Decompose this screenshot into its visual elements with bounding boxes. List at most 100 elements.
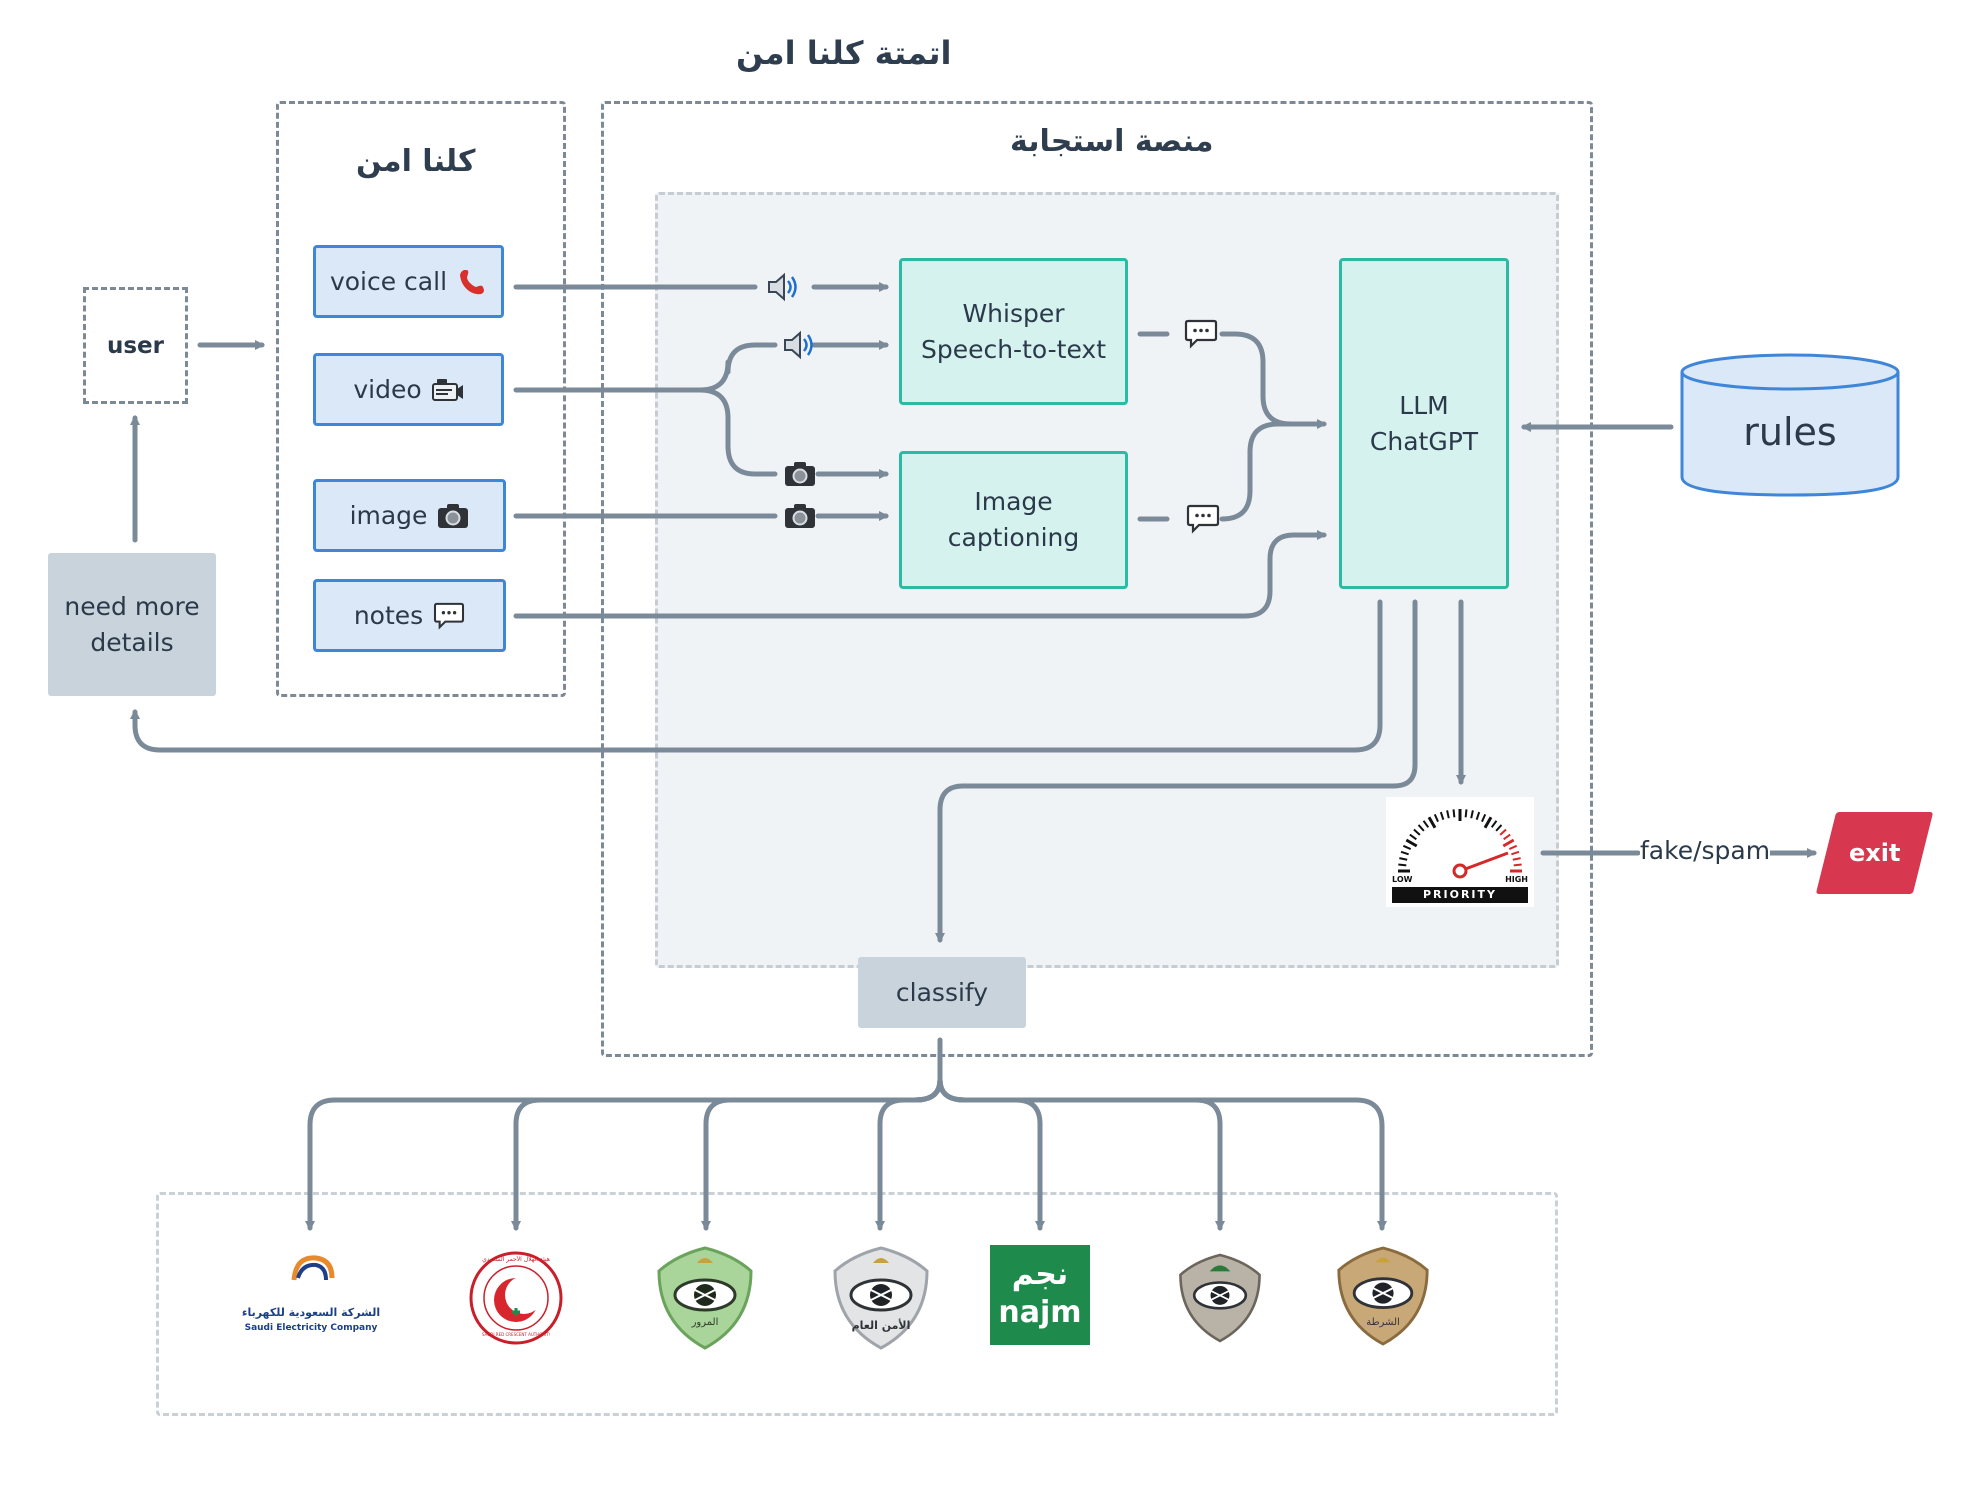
speaker-icon bbox=[768, 272, 797, 302]
need-more-details-node[interactable]: need more details bbox=[48, 553, 216, 696]
gauge-tick bbox=[1490, 820, 1498, 828]
gauge-tick bbox=[1400, 850, 1409, 856]
video-channel[interactable]: video bbox=[313, 353, 504, 426]
image-captioning-node[interactable]: Image captioning bbox=[899, 451, 1128, 589]
classify-node[interactable]: classify bbox=[858, 957, 1026, 1028]
gauge-tick bbox=[1409, 833, 1417, 841]
gauge-tick bbox=[1417, 824, 1425, 832]
voice-call-label: voice call bbox=[329, 267, 448, 296]
voice-call-channel[interactable]: voice call bbox=[313, 245, 504, 318]
gauge-tick bbox=[1433, 813, 1439, 823]
shield-emblem-icon bbox=[833, 1246, 929, 1350]
shield-emblem-icon bbox=[1337, 1246, 1429, 1346]
fake-spam-label: fake/spam bbox=[1640, 836, 1771, 865]
kollona-amn-title: كلنا امن bbox=[356, 144, 476, 179]
gauge-tick bbox=[1402, 844, 1412, 850]
electricity-swirl-icon bbox=[291, 1255, 335, 1281]
camera-icon bbox=[438, 503, 469, 528]
gauge-tick bbox=[1446, 810, 1450, 819]
agencies-group bbox=[156, 1192, 1558, 1416]
red-crescent-english-name: SAUDI RED CRESCENT AUTHORITY bbox=[482, 1332, 550, 1337]
rules-label: rules bbox=[1743, 410, 1837, 454]
speech-bubble-icon bbox=[1186, 504, 1220, 534]
gauge-tick bbox=[1405, 838, 1418, 848]
gauge-tick bbox=[1475, 811, 1481, 820]
notes-channel[interactable]: notes bbox=[313, 579, 506, 652]
gauge-tick bbox=[1413, 828, 1421, 836]
special-forces-logo[interactable] bbox=[1177, 1250, 1263, 1346]
gauge-needle bbox=[1459, 851, 1509, 873]
main-title: اتمتة كلنا امن bbox=[736, 34, 952, 72]
kollona-amn-group bbox=[276, 101, 566, 697]
gauge-low-label: LOW bbox=[1392, 875, 1413, 884]
gauge-high-label: HIGH bbox=[1505, 875, 1528, 884]
najm-logo[interactable]: نجم najm bbox=[990, 1245, 1090, 1345]
traffic-police-logo[interactable]: المرور bbox=[655, 1245, 755, 1351]
gauge-tick bbox=[1512, 857, 1521, 861]
gauge-tick bbox=[1470, 810, 1474, 819]
red-crescent-icon bbox=[469, 1251, 563, 1345]
rules-database[interactable]: rules bbox=[1679, 352, 1901, 499]
electricity-english-name: Saudi Electricity Company bbox=[244, 1323, 378, 1333]
police-arabic-name: الشرطة bbox=[1366, 1317, 1400, 1328]
video-camera-icon bbox=[431, 378, 463, 401]
gauge-tick bbox=[1508, 844, 1518, 850]
speaker-icon bbox=[784, 330, 813, 360]
exit-label: exit bbox=[1848, 839, 1901, 867]
gauge-tick bbox=[1503, 833, 1511, 841]
electricity-arabic-name: الشركة السعودية للكهرباء bbox=[241, 1306, 381, 1319]
shield-emblem-icon bbox=[1179, 1253, 1261, 1343]
priority-gauge[interactable]: LOW HIGH PRIORITY bbox=[1386, 797, 1534, 907]
gauge-tick bbox=[1439, 811, 1445, 820]
notes-label: notes bbox=[353, 601, 424, 630]
gauge-hub bbox=[1452, 863, 1468, 879]
gauge-tick bbox=[1398, 863, 1407, 867]
gauge-tick bbox=[1427, 816, 1437, 829]
camera-icon bbox=[785, 462, 815, 486]
red-crescent-arabic-name: هيئة الهلال الأحمر السعودي bbox=[482, 1256, 550, 1263]
najm-arabic-name: نجم bbox=[1011, 1257, 1069, 1292]
red-crescent-logo[interactable]: هيئة الهلال الأحمر السعودي SAUDI RED CRE… bbox=[468, 1250, 564, 1346]
priority-gauge-icon bbox=[1392, 809, 1528, 903]
public-security-logo[interactable]: الأمن العام bbox=[831, 1245, 931, 1351]
public-security-arabic-name: الأمن العام bbox=[851, 1319, 911, 1332]
image-captioning-label: Image captioning bbox=[947, 487, 1080, 552]
video-label: video bbox=[353, 375, 422, 404]
police-logo[interactable]: الشرطة bbox=[1335, 1245, 1431, 1347]
najm-english-name: najm bbox=[998, 1295, 1082, 1330]
user-label: user bbox=[106, 332, 164, 359]
speech-bubble-icon bbox=[434, 602, 465, 630]
gauge-tick bbox=[1483, 816, 1493, 829]
gauge-tick bbox=[1399, 857, 1408, 861]
platform-group bbox=[601, 101, 1593, 1057]
gauge-tick bbox=[1513, 863, 1522, 867]
need-more-details-label: need more details bbox=[64, 591, 200, 657]
gauge-tick bbox=[1495, 824, 1503, 832]
gauge-tick bbox=[1464, 809, 1468, 818]
llm-chatgpt-node[interactable]: LLM ChatGPT bbox=[1339, 258, 1509, 589]
gauge-tick bbox=[1481, 813, 1487, 823]
exit-node[interactable]: exit bbox=[1815, 812, 1934, 894]
platform-title: منصة استجابة bbox=[1010, 124, 1214, 159]
image-label: image bbox=[349, 501, 428, 530]
gauge-tick bbox=[1511, 850, 1520, 856]
gauge-tick bbox=[1452, 809, 1456, 818]
gauge-tick bbox=[1422, 820, 1430, 828]
shield-emblem-icon bbox=[657, 1246, 753, 1350]
gauge-priority-label: PRIORITY bbox=[1422, 888, 1497, 901]
phone-icon bbox=[460, 269, 485, 294]
user-node[interactable]: user bbox=[83, 287, 188, 404]
camera-icon bbox=[785, 504, 815, 528]
saudi-electricity-logo[interactable]: الشركة السعودية للكهرباء Saudi Electrici… bbox=[236, 1250, 386, 1342]
image-channel[interactable]: image bbox=[313, 479, 506, 552]
classify-label: classify bbox=[895, 977, 989, 1007]
gauge-tick bbox=[1502, 838, 1515, 848]
whisper-node[interactable]: Whisper Speech-to-text bbox=[899, 258, 1128, 405]
traffic-arabic-name: المرور bbox=[691, 1317, 719, 1328]
llm-chatgpt-label: LLM ChatGPT bbox=[1369, 390, 1479, 456]
gauge-tick bbox=[1499, 828, 1507, 836]
speech-bubble-icon bbox=[1184, 319, 1218, 349]
database-cylinder-icon bbox=[1680, 353, 1900, 497]
whisper-label: Whisper Speech-to-text bbox=[920, 298, 1107, 364]
